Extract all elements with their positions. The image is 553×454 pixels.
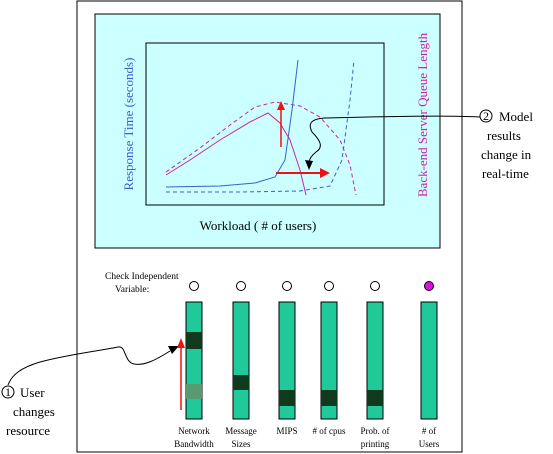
slider-track-5[interactable] <box>366 301 384 420</box>
callout-2-line-2: results <box>487 128 521 143</box>
slider-track-3[interactable] <box>278 301 296 420</box>
response-time-curve-dashed <box>166 59 355 193</box>
slider-track-6[interactable] <box>420 301 438 420</box>
red-arrow-right-head <box>320 168 330 178</box>
response-time-curve-solid <box>165 59 299 188</box>
callout-2-arrowhead <box>305 160 313 170</box>
slider-label-6-line-2: Users <box>419 439 440 449</box>
callout-1-line-3: resource <box>6 423 50 438</box>
plot-area <box>145 42 385 206</box>
slider-track-2[interactable] <box>232 301 250 420</box>
slider-track-1[interactable] <box>185 301 203 420</box>
radio-3[interactable] <box>282 281 292 291</box>
slider-label-3-line-1: MIPS <box>276 426 297 436</box>
slider-label-4-line-1: # of cpus <box>313 426 346 436</box>
radio-4[interactable] <box>324 281 334 291</box>
radio-2[interactable] <box>236 281 246 291</box>
callout-1-line-2: changes <box>13 404 55 419</box>
slider-ghost-handle-1 <box>186 384 202 399</box>
resource-red-arrow-head <box>177 338 185 348</box>
callout-1-number: 1 <box>5 385 11 399</box>
queue-length-curve-dashed <box>165 101 357 196</box>
radio-6[interactable] <box>424 281 434 291</box>
radio-1[interactable] <box>189 281 199 291</box>
x-axis-label: Workload ( # of users) <box>200 218 317 233</box>
callout-1-line-1: User <box>20 385 45 400</box>
callout-2-connector <box>308 115 481 164</box>
slider-handle-1[interactable] <box>186 332 202 349</box>
slider-handle-2[interactable] <box>233 375 249 390</box>
red-arrow-up-head <box>277 101 285 110</box>
slider-label-5-line-2: printing <box>361 439 390 449</box>
slider-handle-4[interactable] <box>321 390 337 406</box>
y-axis-label-right: Back-end Server Queue Length <box>415 32 430 197</box>
slider-track-4[interactable] <box>320 301 338 420</box>
check-label-line-1: Check Independent <box>105 272 179 282</box>
slider-label-2-line-1: Message <box>225 426 257 436</box>
check-label-line-2: Variable: <box>115 285 149 295</box>
slider-label-1-line-1: Network <box>178 426 210 436</box>
radio-5[interactable] <box>370 281 380 291</box>
slider-label-2-line-2: Sizes <box>232 439 251 449</box>
callout-2-number: 2 <box>483 109 489 123</box>
queue-length-curve-solid <box>165 112 307 196</box>
slider-handle-3[interactable] <box>279 390 295 406</box>
slider-label-5-line-1: Prob. of <box>361 426 390 436</box>
callout-2-circle <box>479 109 493 123</box>
slider-label-6-line-1: # of <box>422 426 436 436</box>
callout-1-circle <box>1 385 15 399</box>
callout-2-line-4: real-time <box>482 166 529 181</box>
slider-handle-5[interactable] <box>367 390 383 406</box>
callout-1-connector <box>7 346 171 386</box>
callout-2-line-3: change in <box>481 147 532 162</box>
y-axis-label-left: Response Time (seconds) <box>121 58 136 191</box>
slider-label-1-line-2: Bandwidth <box>174 439 214 449</box>
callout-1-arrowhead <box>168 346 179 354</box>
callout-2-line-1: Model <box>499 109 533 124</box>
